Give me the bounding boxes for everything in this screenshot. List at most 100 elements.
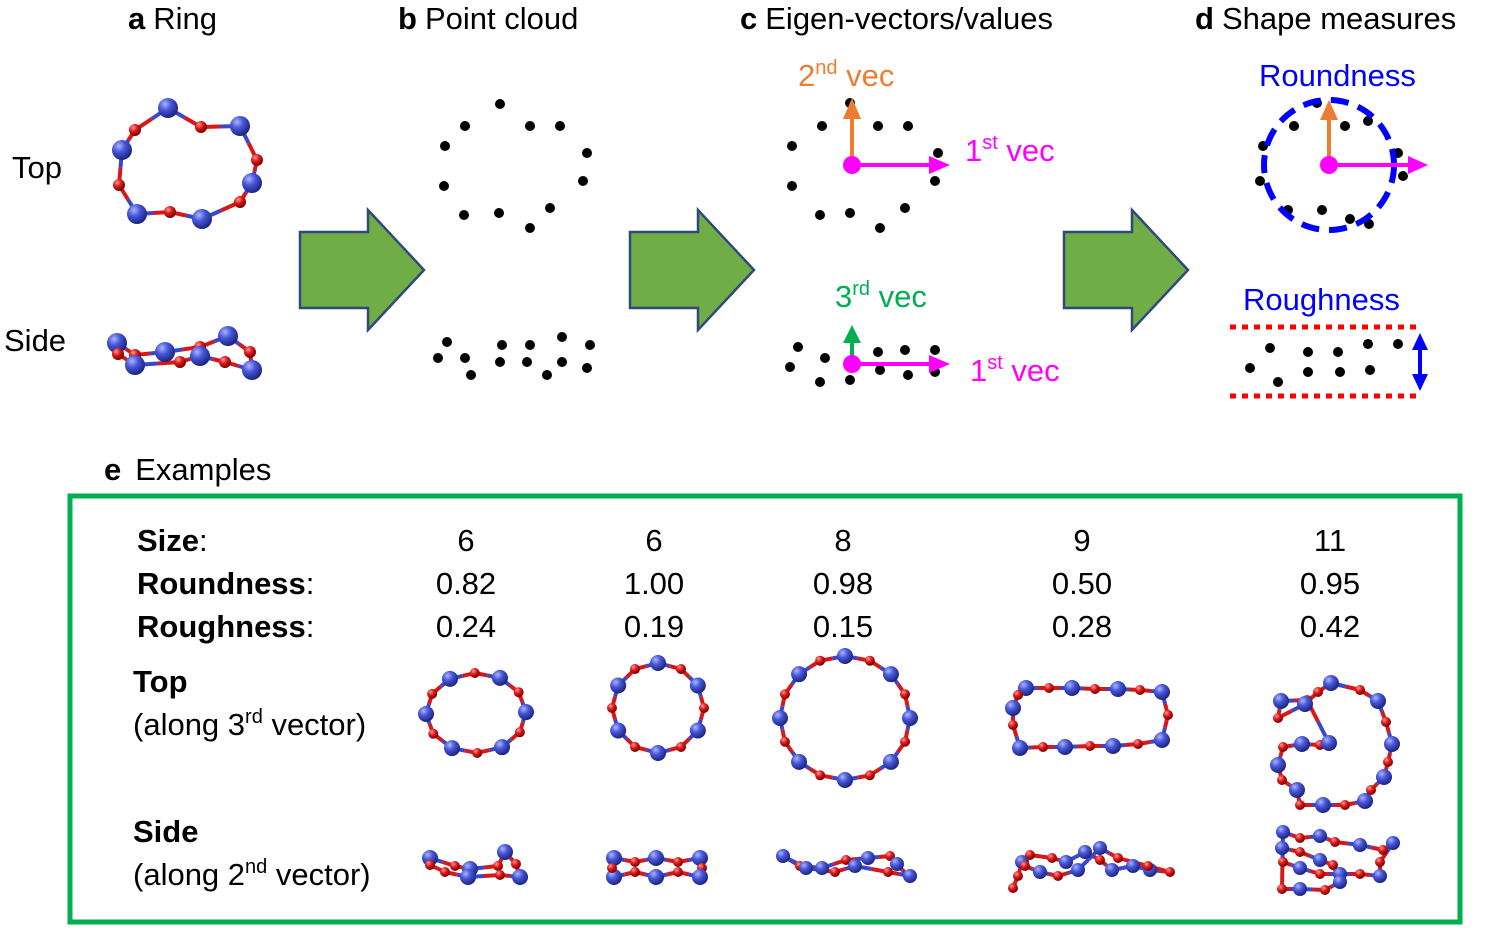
atom-blue	[1005, 700, 1021, 716]
atom-red	[779, 736, 790, 747]
point	[1335, 367, 1345, 377]
point	[525, 121, 535, 131]
atom-blue	[1105, 738, 1121, 754]
atom-blue	[1376, 769, 1392, 785]
atom-red	[427, 688, 438, 699]
roundness-row-label: Roundness:	[137, 566, 314, 601]
example-roughness: 0.15	[813, 609, 873, 644]
point	[557, 357, 567, 367]
example-5-top-ring	[1270, 675, 1400, 813]
point	[875, 223, 885, 233]
atom-blue	[1064, 680, 1080, 696]
atom-blue	[1293, 882, 1307, 896]
atom-red	[244, 346, 256, 358]
example-1-top-ring	[418, 668, 534, 758]
atom-red	[630, 867, 640, 877]
atom-red	[1165, 867, 1175, 877]
atom-blue	[190, 346, 210, 366]
atom-red	[511, 859, 521, 869]
size-row-label: Size:	[137, 523, 208, 558]
eigen-point-cloud-side	[785, 342, 940, 387]
atom-red	[1053, 871, 1063, 881]
atom-blue	[1293, 861, 1307, 875]
atom-blue	[155, 342, 175, 362]
atom-blue	[606, 850, 622, 866]
atom-red	[1277, 884, 1287, 894]
atom-blue	[1321, 735, 1337, 751]
atom-blue	[1110, 681, 1126, 697]
point	[578, 176, 588, 186]
atom-blue	[444, 740, 461, 757]
atom-blue	[1315, 797, 1331, 813]
atom-red	[1047, 853, 1057, 863]
vec1-label-top: 1st vec	[965, 132, 1055, 168]
atom-red	[1378, 845, 1388, 855]
atom-blue	[517, 704, 534, 721]
point	[873, 347, 883, 357]
example-col-1: 6 0.82 0.24	[436, 523, 496, 644]
atom-blue	[1373, 869, 1387, 883]
point	[522, 357, 532, 367]
atom-blue	[689, 722, 706, 739]
atom-red	[1295, 833, 1305, 843]
atom-blue	[610, 677, 627, 694]
atom-red	[673, 857, 683, 867]
atom-blue	[1323, 675, 1339, 691]
process-arrow-1	[298, 206, 426, 334]
atom-red	[195, 121, 207, 133]
point	[1273, 377, 1283, 387]
atom-blue	[610, 722, 627, 739]
point	[873, 121, 883, 131]
atom-blue	[1313, 853, 1327, 867]
atom-red	[815, 770, 826, 781]
roundness-vec2	[1320, 100, 1338, 165]
vec1-label-side: 1st vec	[970, 352, 1060, 388]
atom-red	[607, 703, 617, 713]
atom-red	[469, 668, 480, 679]
atom-red	[1090, 684, 1100, 694]
roundness-centroid	[1320, 156, 1338, 174]
atom-blue	[1012, 740, 1028, 756]
atom-red	[513, 687, 524, 698]
atom-blue	[112, 140, 132, 160]
point	[787, 141, 797, 151]
atom-red	[607, 863, 617, 873]
example-roughness: 0.24	[436, 609, 496, 644]
atom-red	[900, 736, 911, 747]
atom-blue	[776, 849, 790, 863]
point	[817, 121, 827, 131]
atom-red	[630, 741, 640, 752]
point	[900, 345, 910, 355]
atom-red	[883, 867, 893, 877]
example-roundness: 1.00	[624, 566, 684, 601]
atom-blue	[861, 851, 875, 865]
atom-red	[1355, 685, 1365, 695]
atom-red	[673, 867, 683, 877]
examples-side-label: Side	[133, 814, 198, 849]
point	[930, 345, 940, 355]
point	[815, 210, 825, 220]
example-size: 11	[1314, 523, 1346, 558]
atom-red	[219, 356, 231, 368]
atom-blue	[606, 869, 622, 885]
atom-blue	[692, 869, 708, 885]
atom-red	[164, 206, 176, 218]
atom-red	[1013, 690, 1023, 700]
point	[1340, 121, 1350, 131]
atom-blue	[689, 677, 706, 694]
point	[582, 363, 592, 373]
atom-red	[1383, 757, 1393, 767]
atom-blue	[772, 710, 788, 726]
atom-blue	[1289, 782, 1305, 798]
atom-blue	[107, 333, 127, 353]
atom-blue	[1353, 838, 1367, 852]
atom-red	[1328, 860, 1338, 870]
atom-blue	[648, 850, 664, 866]
example-size: 9	[1073, 523, 1090, 558]
point	[466, 370, 476, 380]
point	[440, 141, 450, 151]
point-cloud-top	[439, 99, 592, 233]
